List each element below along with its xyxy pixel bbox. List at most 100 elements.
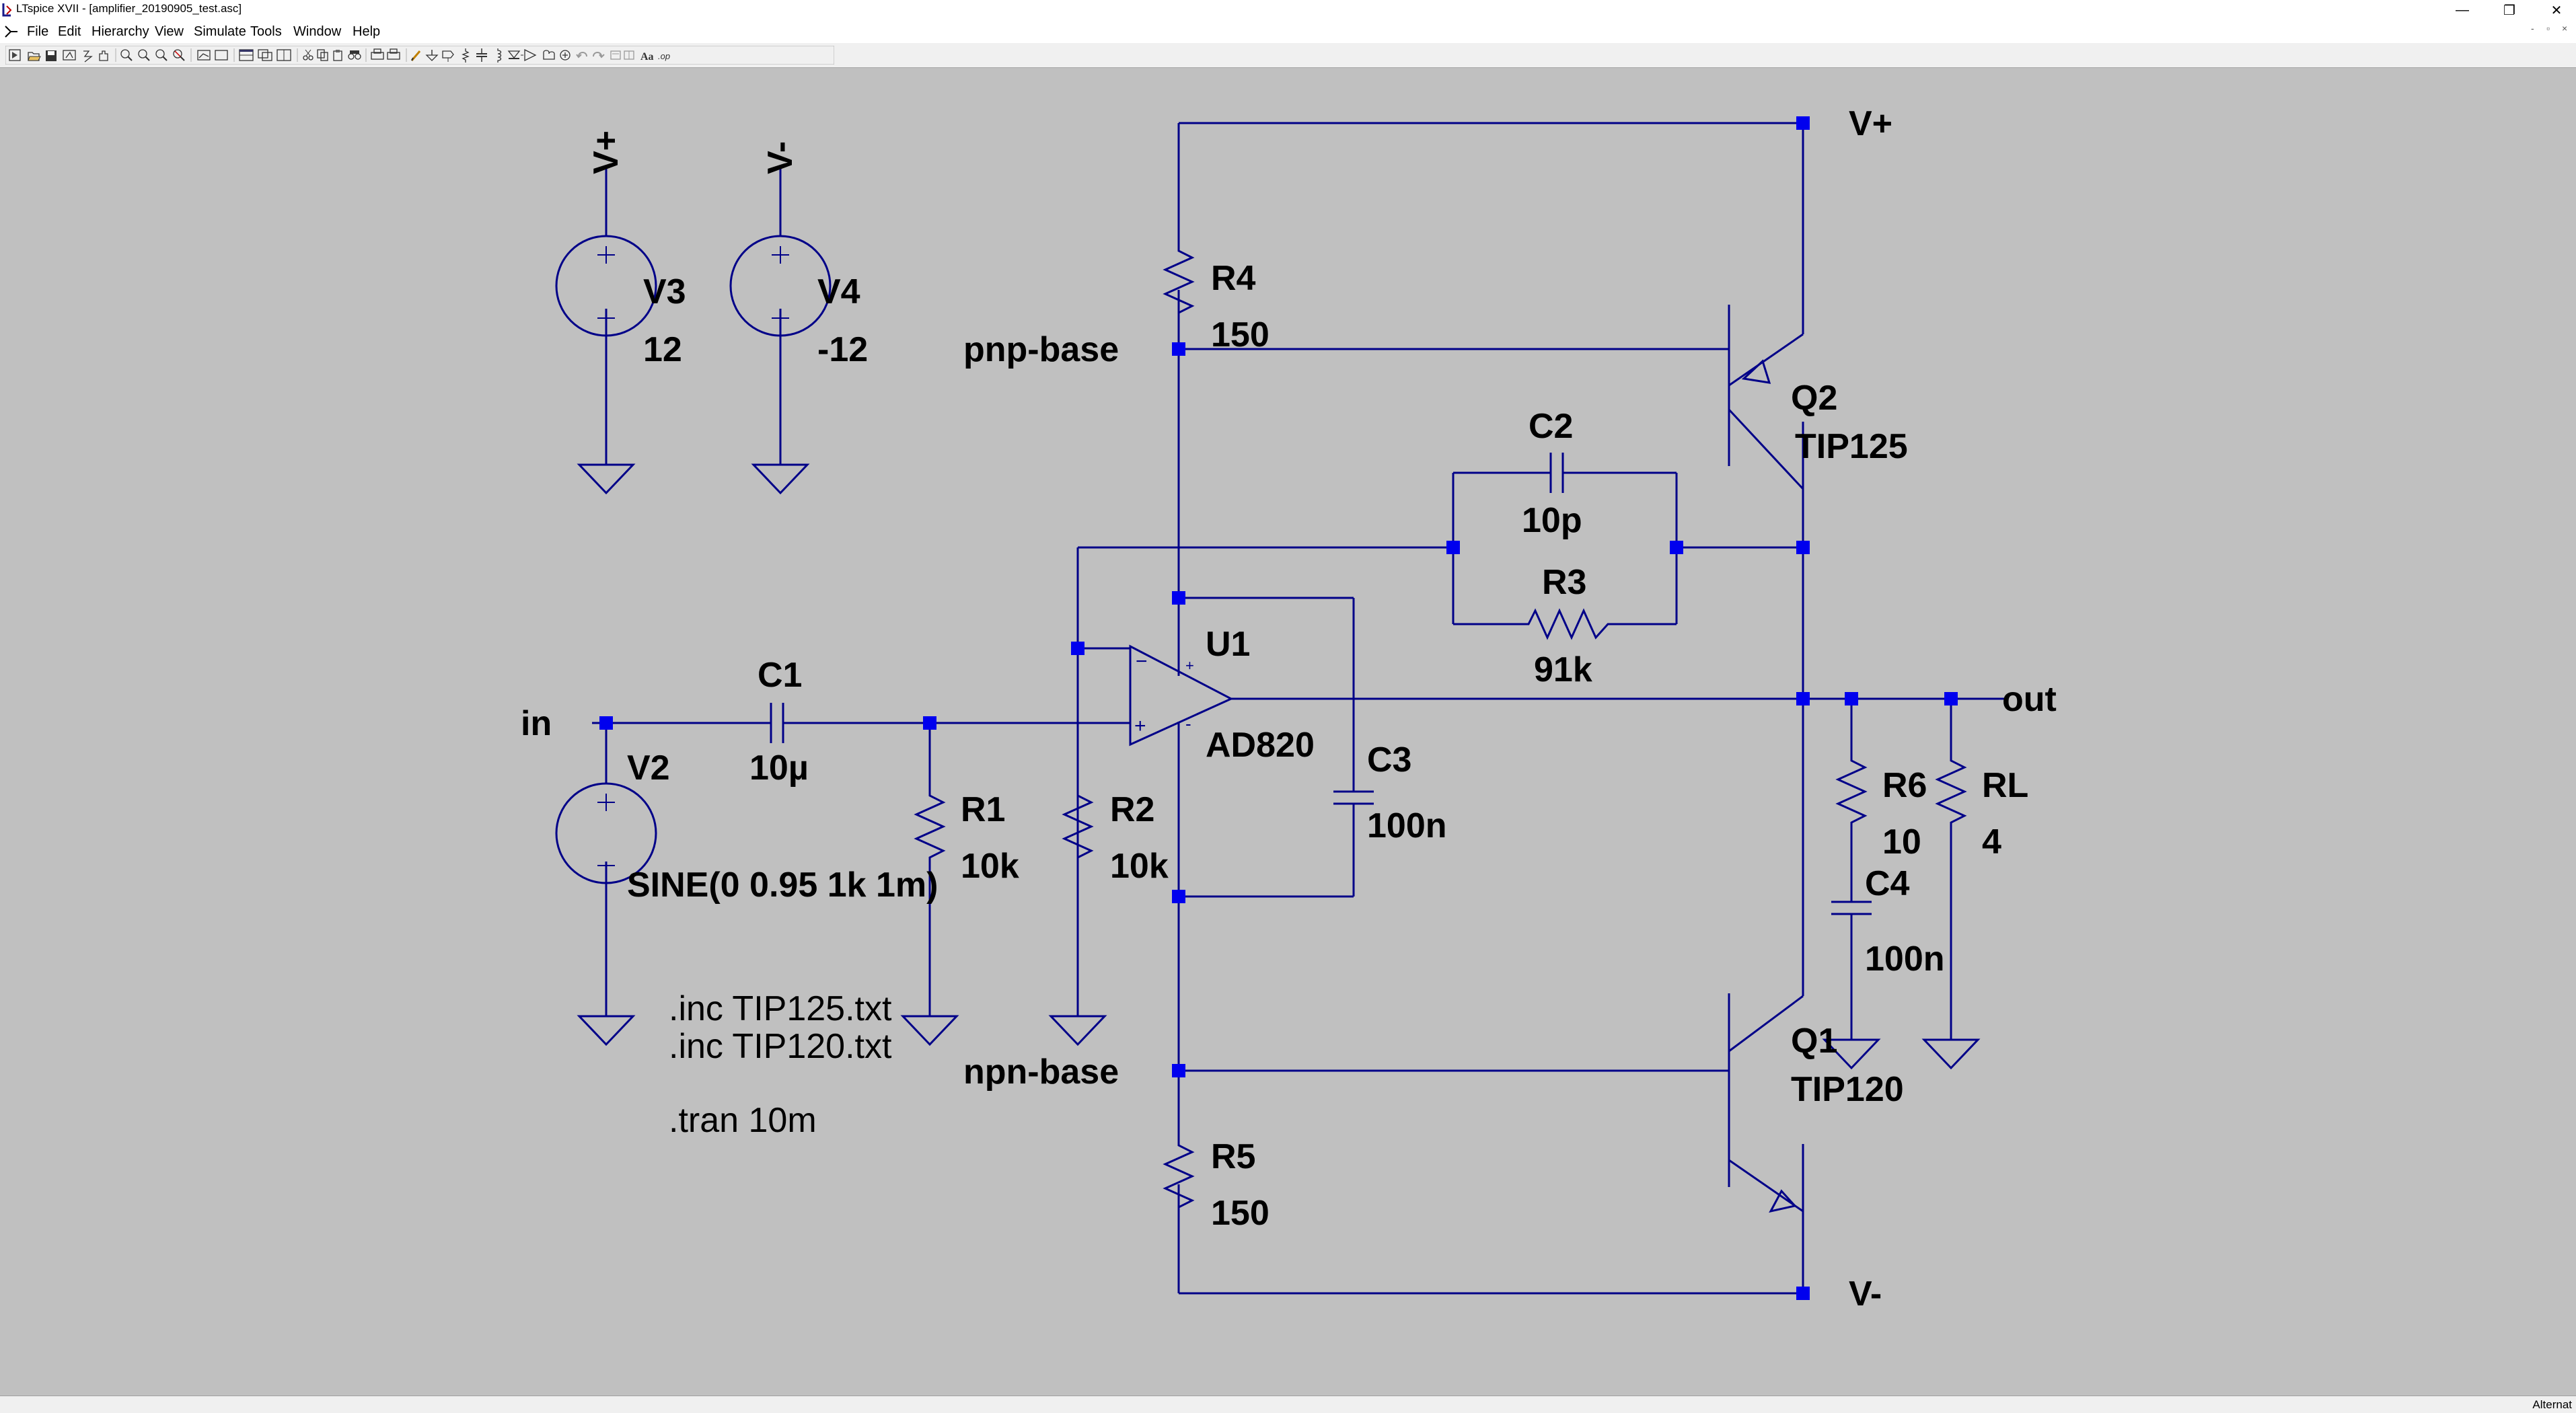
rotate-icon[interactable] [610, 50, 621, 60]
zoom-out-icon[interactable] [155, 49, 168, 61]
label-C3-value: 100n [1367, 806, 1447, 845]
cut-icon[interactable] [303, 49, 314, 61]
voltage-source-V2-symbol[interactable] [555, 781, 657, 949]
label-C4-value: 100n [1865, 940, 1945, 979]
transistor-Q1-symbol[interactable] [1716, 993, 1804, 1213]
resistor-R1-symbol[interactable] [914, 788, 946, 895]
menu-simulate[interactable]: Simulate [194, 24, 246, 39]
resistor-R3-symbol[interactable] [1522, 608, 1615, 640]
tile-horizontal-icon[interactable] [239, 49, 254, 61]
directive-inc-tip125: .inc TIP125.txt [669, 989, 892, 1028]
net-label-out: out [2002, 680, 2057, 719]
label-R4-name: R4 [1211, 259, 1256, 298]
opamp-U1-symbol[interactable]: − + + - [1129, 598, 1234, 747]
capacitor-icon[interactable] [476, 48, 487, 62]
resistor-RL-symbol[interactable] [1935, 740, 1967, 855]
component-labels: V3 12 V4 -12 R4 150 Q2 TIP125 C2 10p R3 … [627, 259, 2028, 1233]
undo-icon[interactable] [576, 52, 587, 59]
halt-icon[interactable] [83, 50, 93, 63]
copy-icon[interactable] [317, 49, 328, 61]
svg-text:+: + [1134, 715, 1146, 737]
transistor-Q2-symbol[interactable] [1716, 270, 1804, 490]
zoom-in-icon[interactable] [120, 49, 133, 61]
net-labels: V+ V- V+ V- pnp-base npn-base in out [521, 104, 2057, 1313]
mdi-close-button[interactable]: × [2562, 23, 2568, 34]
menu-view[interactable]: View [155, 24, 184, 39]
label-R6-value: 10 [1882, 823, 1921, 862]
autorange-icon[interactable] [197, 50, 211, 61]
label-V2-name: V2 [627, 749, 670, 788]
print-setup-icon[interactable] [371, 48, 384, 60]
paste-icon[interactable] [333, 50, 342, 61]
menu-hierarchy[interactable]: Hierarchy [91, 24, 149, 39]
toolbar-buttons: Aa .op [5, 46, 834, 65]
zoom-fit-icon[interactable] [173, 49, 185, 61]
close-button[interactable]: ✕ [2550, 3, 2563, 18]
toolbar: Aa .op [0, 43, 2576, 68]
menu-tools[interactable]: Tools [250, 24, 282, 39]
move-icon[interactable] [543, 50, 555, 60]
voltage-source-V3-symbol[interactable] [555, 229, 657, 397]
label-V4-name: V4 [817, 272, 860, 311]
run-icon[interactable] [9, 49, 21, 61]
label-R6-name: R6 [1882, 766, 1927, 805]
menu-file[interactable]: File [27, 24, 49, 39]
status-text: Alternat [2532, 1398, 2572, 1411]
print-icon[interactable] [387, 48, 400, 60]
draw-wire-icon[interactable] [410, 50, 421, 61]
resistor-R4-symbol[interactable] [1163, 243, 1195, 323]
capacitor-C3-symbol[interactable] [1333, 788, 1374, 808]
ground-icon[interactable] [425, 50, 439, 61]
capacitor-C4-symbol[interactable] [1831, 898, 1872, 917]
label-net-icon[interactable] [442, 50, 454, 62]
label-Q2-value: TIP125 [1795, 427, 1908, 466]
save-icon[interactable] [46, 50, 57, 61]
mdi-restore-button[interactable]: ▫ [2546, 23, 2550, 34]
voltage-source-V4-symbol[interactable] [729, 229, 832, 397]
label-C1-name: C1 [758, 656, 802, 695]
spice-directives[interactable]: .inc TIP125.txt .inc TIP120.txt .tran 10… [669, 989, 892, 1140]
resistor-R5-symbol[interactable] [1163, 1137, 1195, 1218]
menu-help[interactable]: Help [353, 24, 381, 39]
resistor-R6-symbol[interactable] [1835, 740, 1868, 855]
cascade-icon[interactable] [258, 49, 272, 61]
menu-window[interactable]: Window [293, 24, 342, 39]
net-label-pnp-base: pnp-base [963, 330, 1119, 369]
capacitor-C1-symbol[interactable] [766, 703, 788, 743]
schematic-document-icon[interactable] [3, 24, 19, 39]
redo-icon[interactable] [593, 52, 605, 59]
zoom-pan-icon[interactable] [138, 49, 150, 61]
label-C3-name: C3 [1367, 740, 1411, 779]
control-panel-icon[interactable] [63, 50, 76, 61]
schematic-canvas[interactable]: − + + - [0, 68, 2576, 1396]
resistor-icon[interactable] [462, 48, 470, 63]
window-title: LTspice XVII - [amplifier_20190905_test.… [16, 2, 242, 15]
capacitor-C2-symbol[interactable] [1546, 453, 1568, 493]
menu-bar: File Edit Hierarchy View Simulate Tools … [0, 20, 2576, 43]
label-R5-name: R5 [1211, 1137, 1255, 1176]
junction-dots [599, 116, 1958, 1300]
menu-edit[interactable]: Edit [58, 24, 81, 39]
text-icon[interactable]: Aa [640, 51, 654, 63]
hand-icon[interactable] [99, 50, 108, 61]
mirror-icon[interactable] [624, 50, 634, 60]
diode-icon[interactable] [507, 50, 521, 59]
title-bar: LTspice XVII - [amplifier_20190905_test.… [0, 0, 2576, 20]
resistor-R2-symbol[interactable] [1062, 788, 1094, 882]
schematic-drawing: − + + - [521, 104, 2057, 1313]
label-R3-value: 91k [1534, 650, 1592, 689]
spice-directive-icon[interactable]: .op [658, 51, 670, 61]
open-icon[interactable] [28, 52, 41, 61]
tile-vertical-icon[interactable] [277, 49, 291, 61]
find-icon[interactable] [348, 50, 361, 60]
restore-button[interactable]: ❐ [2503, 3, 2515, 18]
delete-traces-icon[interactable] [215, 50, 228, 61]
directive-inc-tip120: .inc TIP120.txt [669, 1027, 892, 1066]
mdi-minimize-button[interactable]: - [2531, 23, 2534, 34]
minimize-button[interactable]: — [2456, 2, 2469, 17]
svg-text:Aa: Aa [640, 51, 654, 63]
component-icon[interactable] [521, 48, 537, 62]
inductor-icon[interactable] [497, 48, 502, 63]
ltspice-app-icon[interactable] [1, 2, 13, 17]
drag-icon[interactable] [560, 50, 571, 61]
